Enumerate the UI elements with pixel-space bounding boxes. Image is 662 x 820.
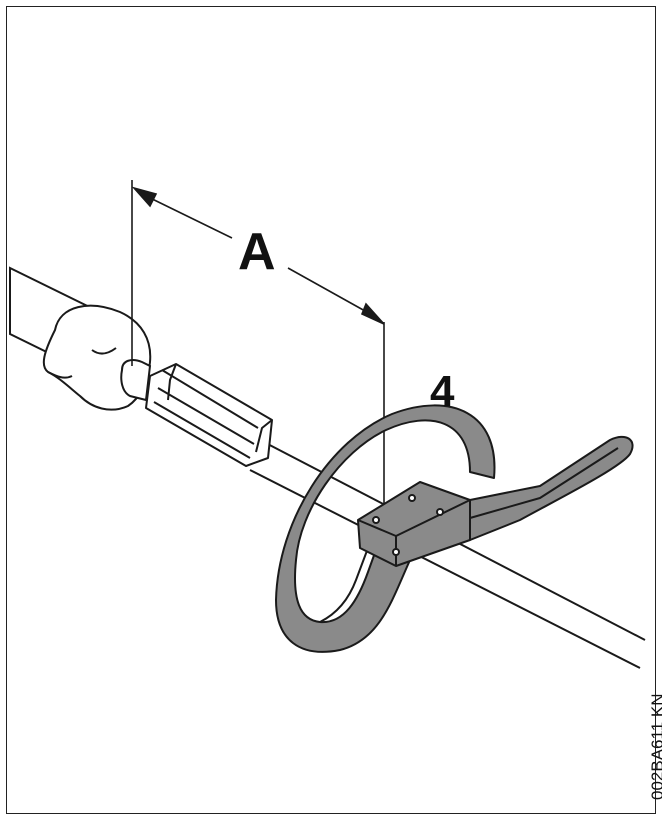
- clamp-bracket: [357, 481, 471, 567]
- part-number-label: 4: [430, 367, 455, 416]
- grip-arm: [469, 435, 634, 541]
- collar: [120, 359, 152, 402]
- dimension-a-label: A: [238, 223, 276, 281]
- dimension-a-lines: [131, 180, 385, 508]
- splined-sleeve: [145, 363, 273, 467]
- figure-code: 002BA611 KN: [648, 693, 662, 800]
